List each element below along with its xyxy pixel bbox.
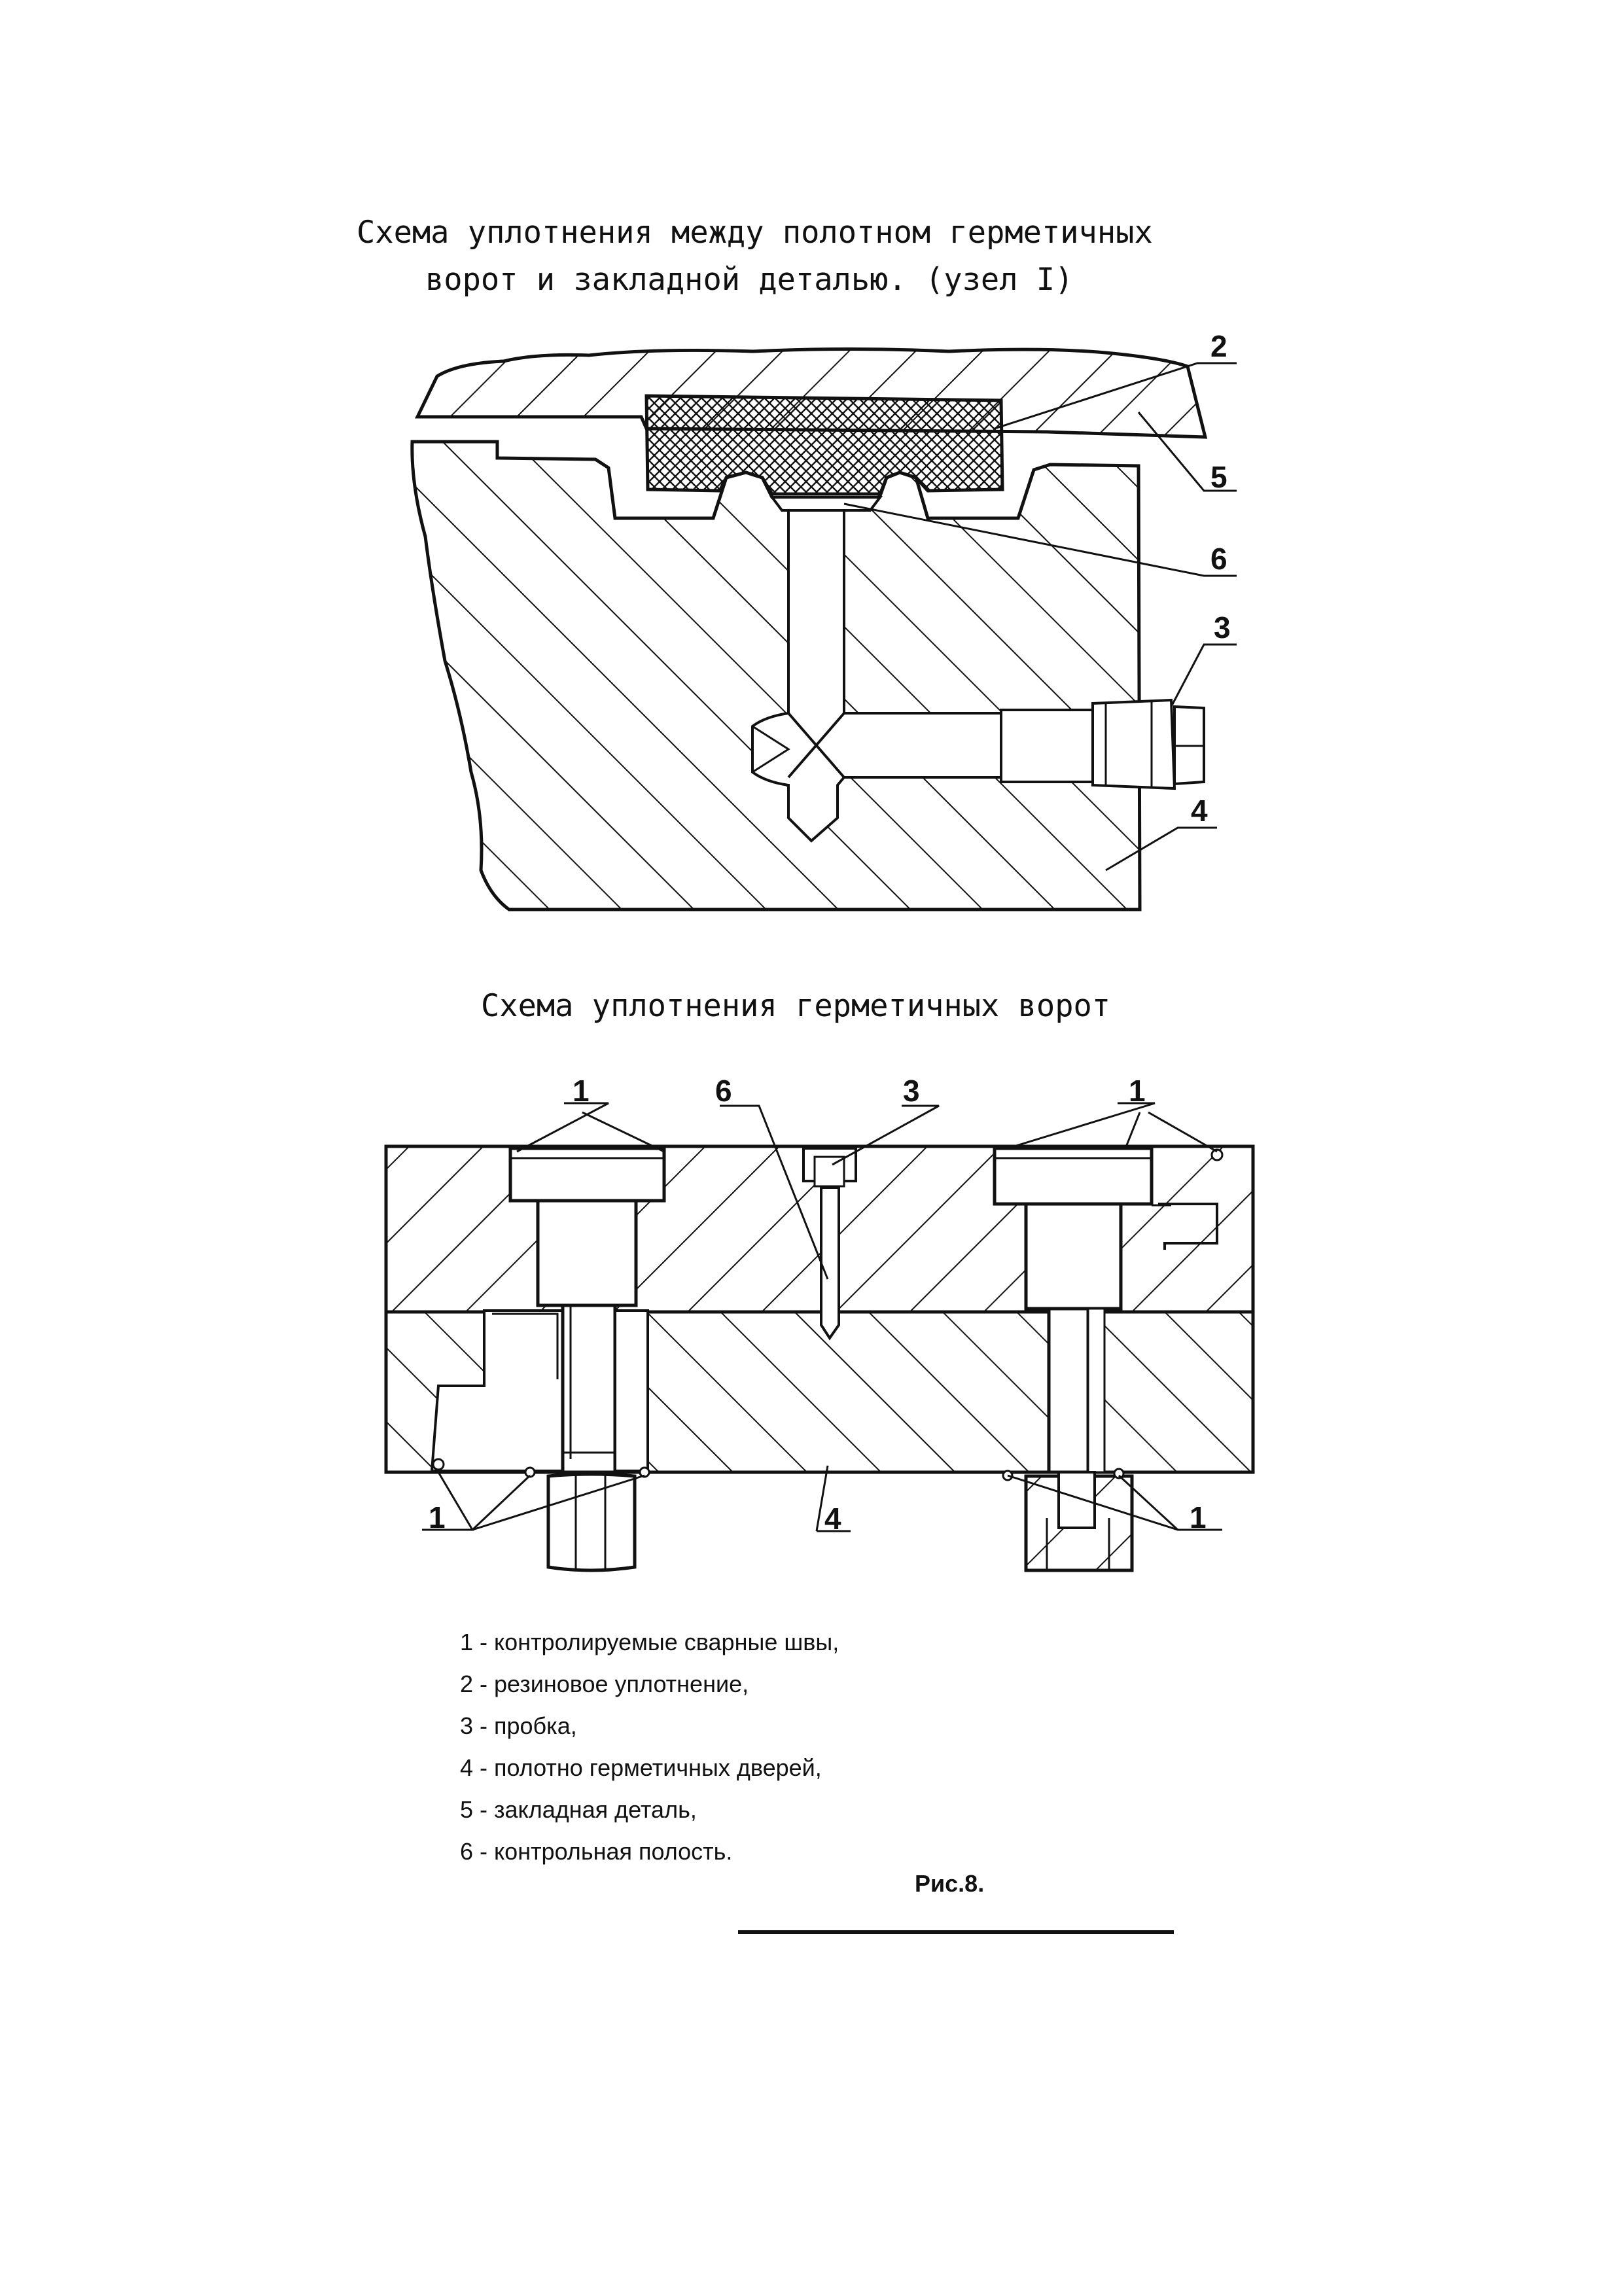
- label-2: 2: [1210, 329, 1227, 363]
- diagram2-title: Схема уплотнения герметичных ворот: [481, 988, 1111, 1024]
- leader-lines-2: [422, 1102, 1222, 1532]
- legend-item: 4 - полотно герметичных дверей,: [460, 1754, 822, 1781]
- gate-seal-diagram: 1 6 3 1 1 4 1: [384, 1074, 1255, 1572]
- leader-lines: [843, 362, 1237, 872]
- left-bolt: [508, 1146, 666, 1572]
- label-3: 3: [1214, 610, 1231, 645]
- label-5: 5: [1210, 460, 1227, 494]
- legend-item: 2 - резиновое уплотнение,: [460, 1670, 749, 1697]
- legend-item: 3 - пробка,: [460, 1712, 577, 1739]
- rubber-seal-2: [644, 394, 1004, 496]
- cavity-plug: [802, 1147, 857, 1341]
- label-6-top: 6: [715, 1074, 732, 1108]
- right-bolt: [993, 1146, 1154, 1572]
- label-1-top-right: 1: [1129, 1074, 1146, 1108]
- seal-node-diagram: 2 5 6 3 4: [410, 329, 1237, 911]
- legend-item: 5 - закладная деталь,: [460, 1796, 697, 1823]
- embedded-part-section: [415, 347, 1208, 439]
- diagram1-title-line1: Схема уплотнения между полотном герметич…: [357, 215, 1153, 251]
- label-1-bottom-left: 1: [429, 1500, 446, 1534]
- label-4: 4: [1191, 794, 1208, 828]
- legend-item: 1 - контролируемые сварные швы,: [460, 1629, 839, 1655]
- label-3-top: 3: [903, 1074, 920, 1108]
- figure-caption: Рис.8.: [915, 1870, 985, 1897]
- label-6: 6: [1210, 542, 1227, 576]
- label-1-top-left: 1: [573, 1074, 590, 1108]
- legend-item: 6 - контрольная полость.: [460, 1838, 733, 1865]
- label-4-bottom: 4: [824, 1502, 841, 1536]
- label-1-bottom-right: 1: [1190, 1500, 1207, 1534]
- control-cavity: [769, 496, 883, 512]
- diagram1-title-line2: ворот и закладной деталью. (узел I): [425, 262, 1074, 298]
- plug-3: [1000, 698, 1205, 790]
- legend: 1 - контролируемые сварные швы, 2 - рези…: [460, 1621, 839, 1873]
- divider: [738, 1930, 1174, 1934]
